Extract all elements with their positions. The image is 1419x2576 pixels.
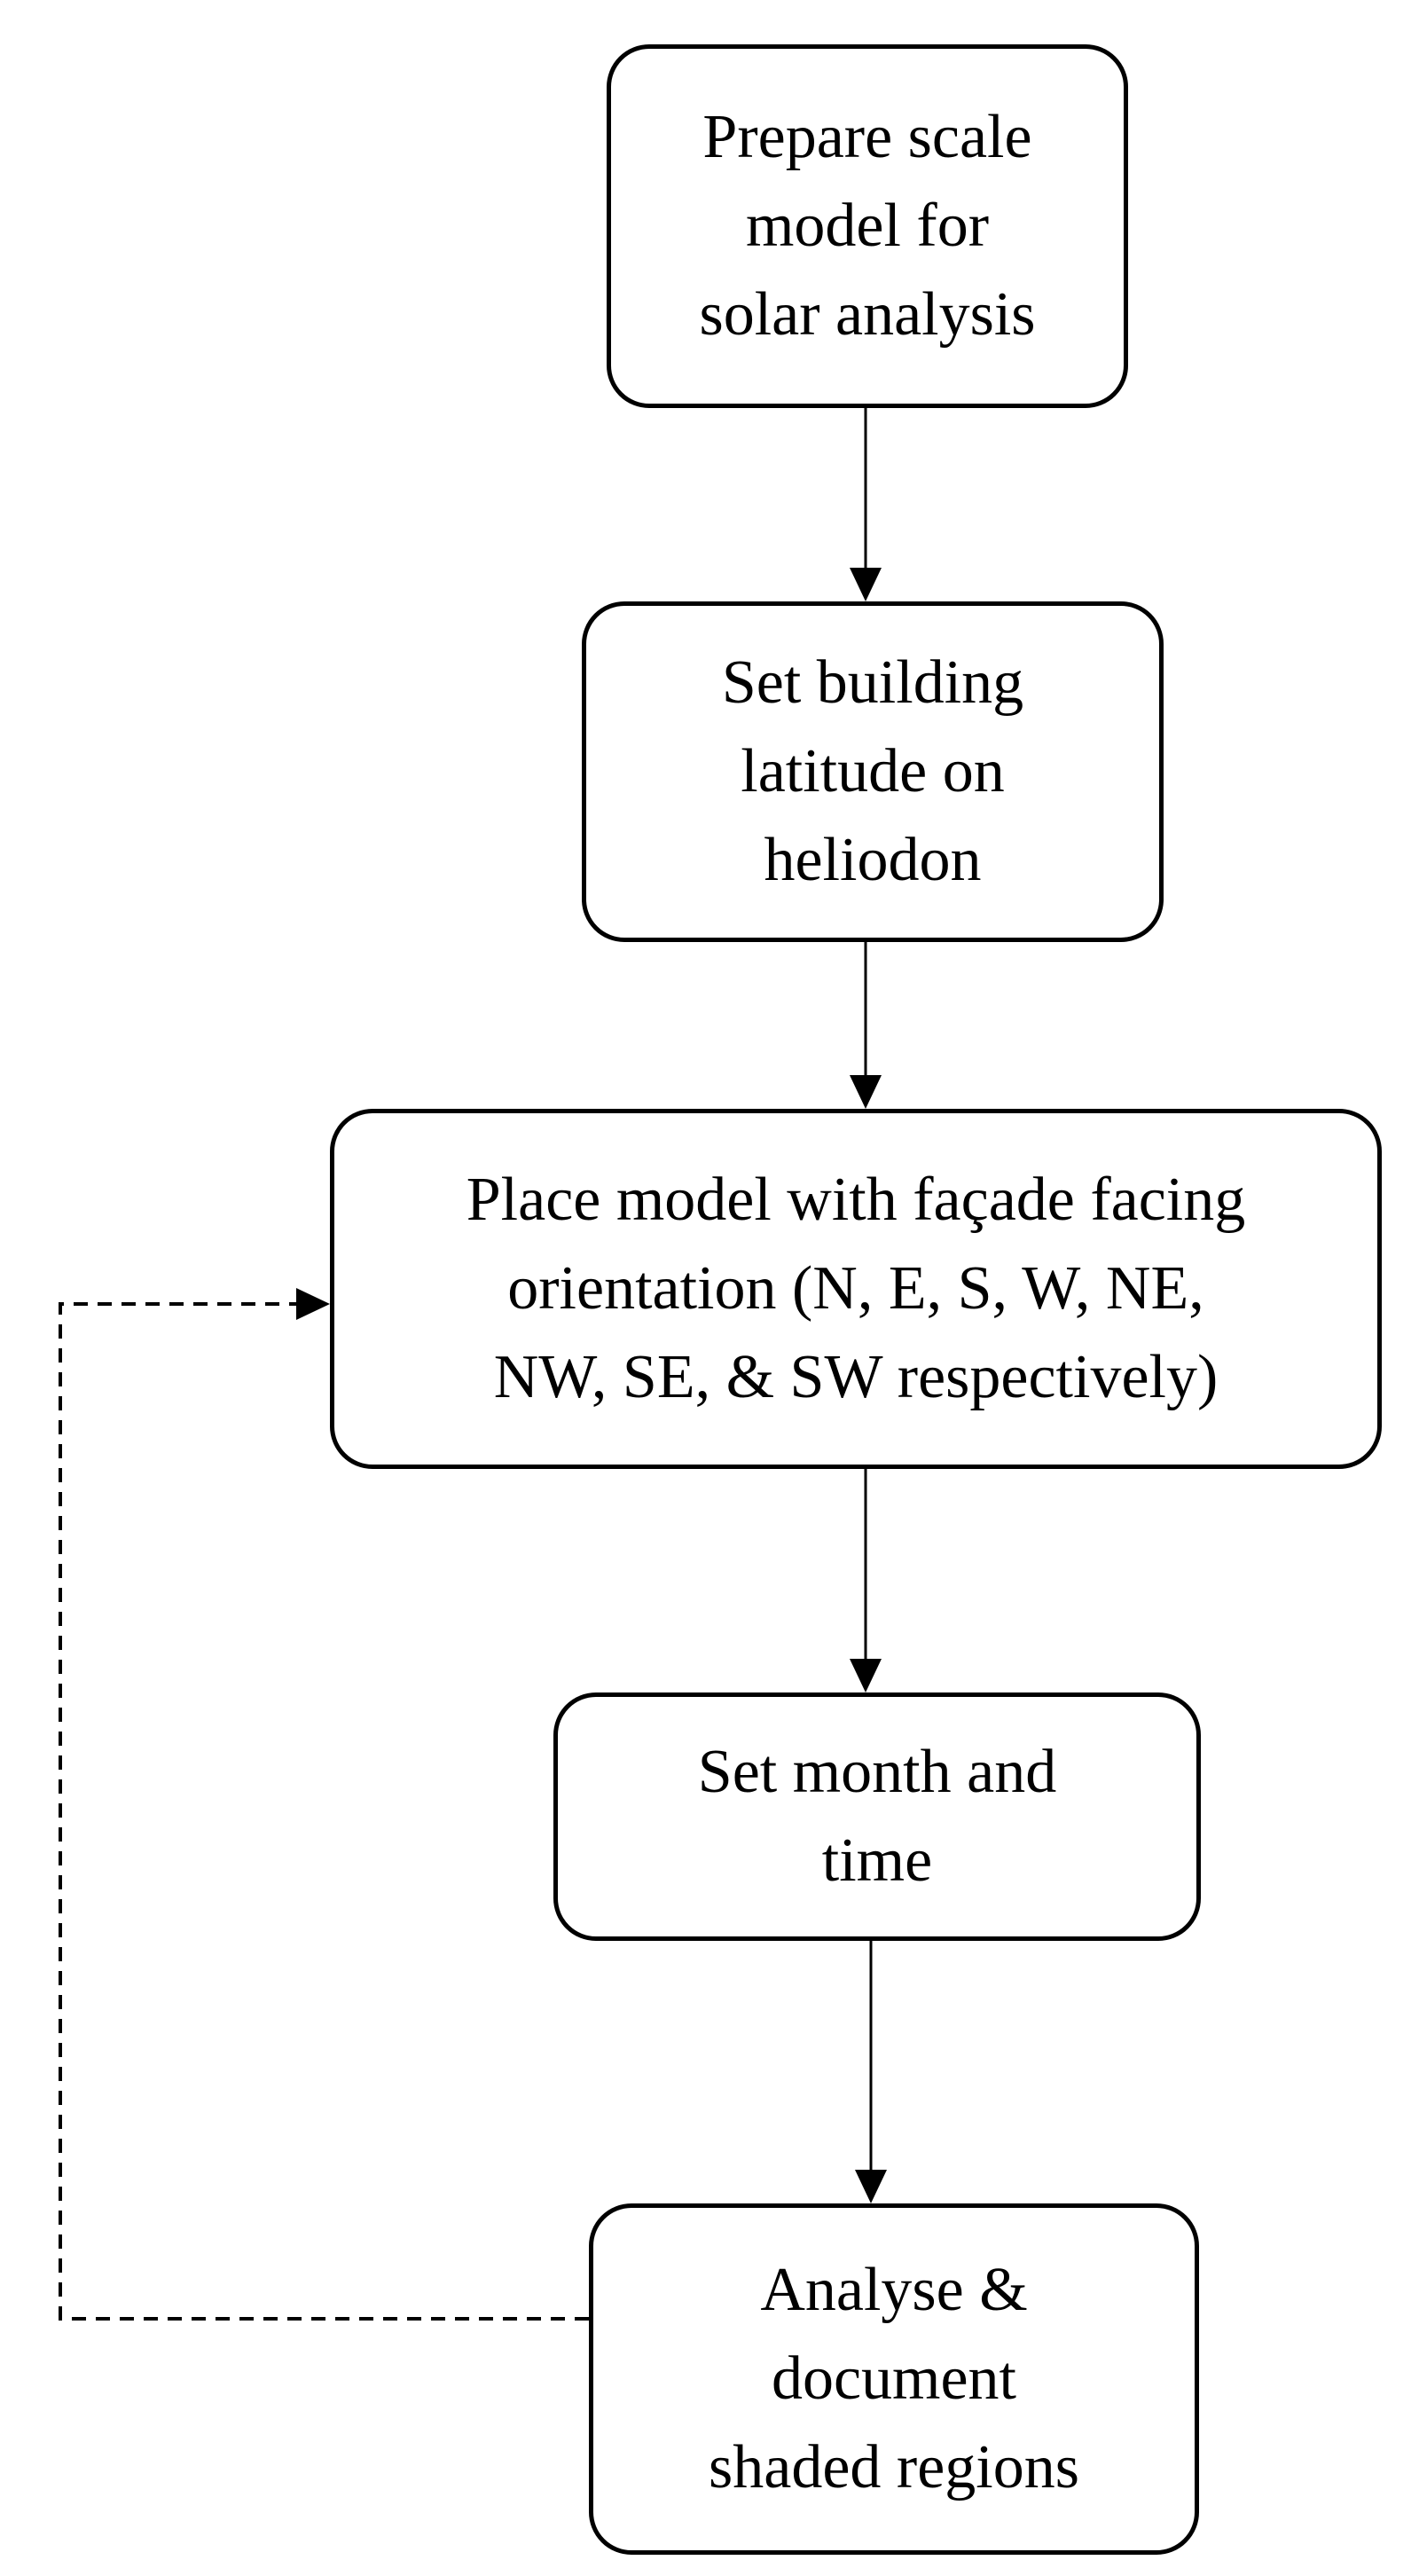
step-label: Set month and time [697, 1738, 1057, 1895]
step-label: Set building latitude on heliodon [721, 648, 1024, 894]
loop-back-connector [59, 1302, 589, 2321]
step-box-prepare-model: Prepare scale model for solar analysis [607, 44, 1128, 408]
arrowhead-step2 [850, 568, 882, 601]
step-label: Prepare scale model for solar analysis [699, 103, 1036, 349]
step-box-place-model: Place model with façade facing orientati… [330, 1109, 1382, 1469]
step-box-set-latitude: Set building latitude on heliodon [582, 601, 1164, 942]
loop-back-arrowhead [296, 1288, 330, 1320]
arrowhead-step4 [850, 1659, 882, 1692]
arrowhead-step3 [850, 1075, 882, 1109]
arrowhead-step5 [855, 2170, 887, 2203]
step-label: Place model with façade facing orientati… [466, 1166, 1246, 1411]
step-box-analyse-document: Analyse & document shaded regions [589, 2203, 1199, 2555]
step-label: Analyse & document shaded regions [709, 2256, 1079, 2501]
step-box-set-month-time: Set month and time [553, 1692, 1201, 1941]
